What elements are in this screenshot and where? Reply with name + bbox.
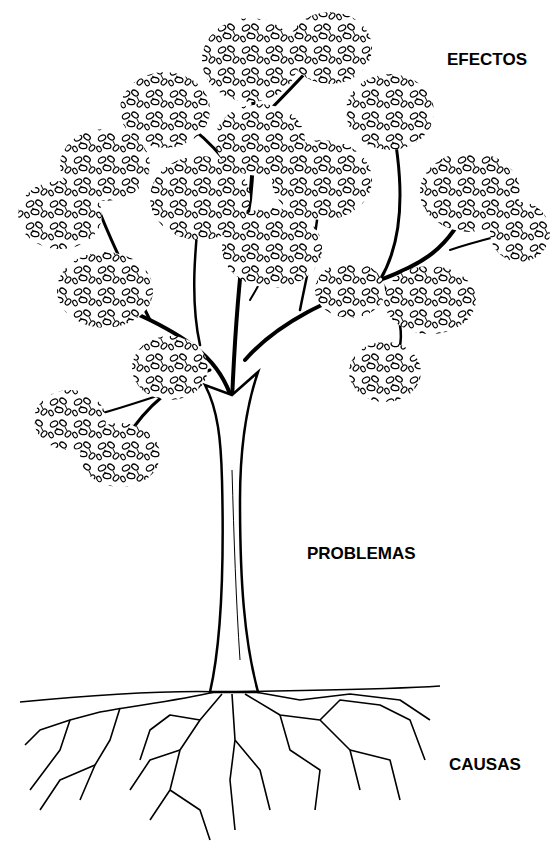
section-label: PROBLEMAS xyxy=(304,543,419,565)
section-label: EFECTOS xyxy=(444,49,530,71)
trunk xyxy=(205,372,258,692)
section-label: CAUSAS xyxy=(446,754,524,776)
roots xyxy=(25,692,430,840)
branches xyxy=(50,45,520,440)
bark-line xyxy=(232,470,240,660)
ground-line xyxy=(20,686,440,702)
foliage xyxy=(18,12,550,487)
